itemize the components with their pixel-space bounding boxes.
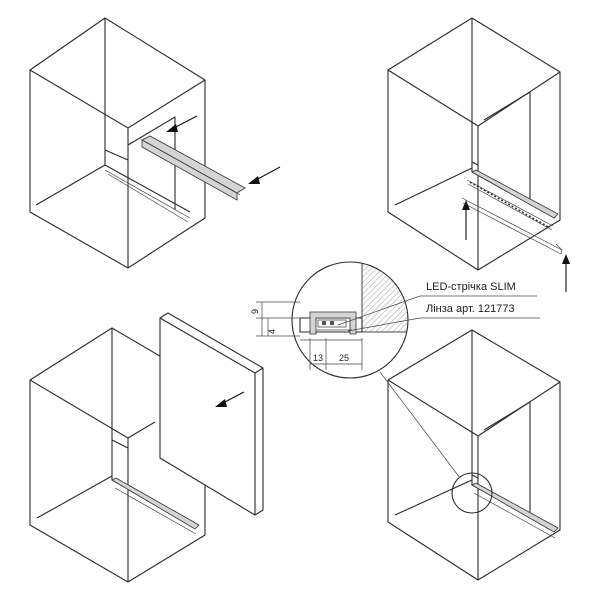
dim-height-top: 9: [250, 309, 260, 314]
arrow-1b: [248, 166, 281, 184]
arrow-1a: [166, 115, 198, 132]
led-strip-2: [466, 179, 554, 231]
dimension-lines: [256, 301, 363, 370]
arrow-2b: [562, 254, 570, 292]
cabinet-4: [387, 329, 561, 581]
lens-2: [461, 197, 563, 255]
callout-leaders: [337, 295, 540, 332]
arrow-3: [215, 391, 245, 407]
arrow-2a: [462, 200, 470, 240]
cabinet-3: [29, 327, 206, 583]
cabinet-1: [29, 17, 206, 269]
step-3-attach-panel: [29, 312, 264, 583]
dim-width-right: 25: [339, 353, 349, 363]
detail-leader-line: [379, 371, 461, 479]
dim-height-bottom: 4: [267, 329, 277, 334]
led-strip-label: LED-стрічка SLIM: [426, 281, 516, 293]
step-4-finished: [379, 329, 561, 581]
side-panel-3: [159, 312, 264, 516]
step-1-insert-profile: [29, 17, 281, 269]
lens-label: Лінза арт. 121773: [426, 303, 515, 315]
step-2-insert-strip-lens: [387, 17, 570, 292]
cabinet-2: [387, 17, 561, 271]
detail-section: [291, 261, 409, 379]
detail-marker-circle: [451, 472, 493, 514]
dim-width-left: 13: [313, 353, 323, 363]
led-profile-1: [141, 135, 246, 201]
